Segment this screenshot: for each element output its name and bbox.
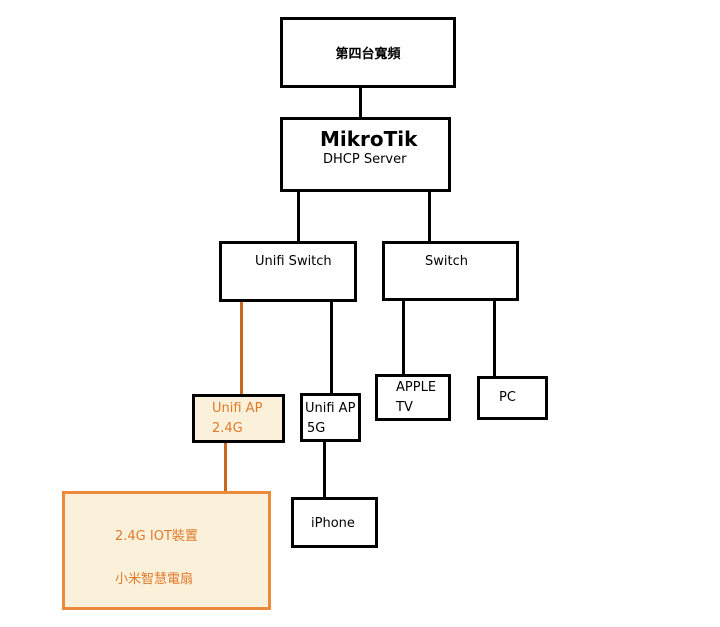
unifi-switch-node: Unifi Switch: [219, 241, 357, 302]
ap-24g-line1: Unifi AP: [212, 401, 263, 416]
link-unifi-switch-ap5: [330, 300, 333, 395]
ap-24g-node: Unifi AP 2.4G: [192, 394, 285, 443]
iphone-label: iPhone: [311, 516, 355, 531]
apple-tv-line2: TV: [396, 400, 413, 415]
router-node: MikroTik DHCP Server: [280, 117, 451, 192]
apple-tv-node: APPLE TV: [375, 374, 451, 421]
switch-node: Switch: [382, 241, 519, 301]
apple-tv-line1: APPLE: [396, 380, 437, 395]
router-title: MikroTik: [320, 127, 418, 151]
link-switch-pc: [493, 299, 496, 378]
router-subtitle: DHCP Server: [323, 152, 407, 167]
link-isp-router: [359, 86, 362, 119]
iot-line1: 2.4G IOT裝置: [115, 529, 198, 544]
link-router-switch: [428, 190, 431, 243]
iphone-node: iPhone: [291, 497, 378, 548]
link-switch-appletv: [402, 299, 405, 376]
ap-5g-node: Unifi AP 5G: [300, 393, 361, 442]
link-ap24-iot: [224, 441, 227, 493]
isp-label: 第四台寬頻: [335, 47, 401, 62]
iot-line2: 小米智慧電扇: [115, 572, 194, 587]
switch-label: Switch: [425, 254, 468, 269]
ap-24g-line2: 2.4G: [212, 421, 243, 436]
link-unifi-switch-ap24: [240, 300, 243, 396]
pc-node: PC: [477, 376, 548, 420]
iot-device-node: 2.4G IOT裝置 小米智慧電扇: [62, 491, 271, 610]
unifi-switch-label: Unifi Switch: [255, 254, 332, 269]
link-router-unifi-switch: [297, 190, 300, 243]
link-ap5-iphone: [323, 440, 326, 499]
pc-label: PC: [499, 390, 516, 405]
isp-node: 第四台寬頻: [280, 17, 456, 88]
ap-5g-line1: Unifi AP: [305, 401, 356, 416]
ap-5g-line2: 5G: [307, 421, 326, 436]
